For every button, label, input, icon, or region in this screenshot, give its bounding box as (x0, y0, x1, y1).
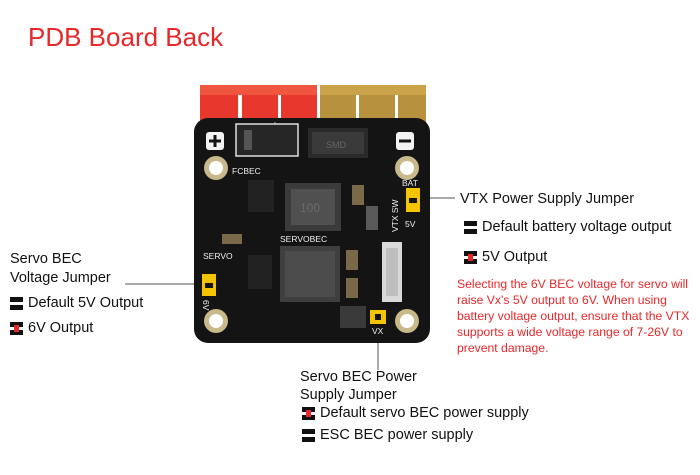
servo-power-jumper-pads (370, 310, 386, 324)
silk-5v: 5V (405, 219, 416, 229)
jumper-bridged-icon (10, 321, 23, 335)
vtx-jumper-option-default: Default battery voltage output (464, 219, 671, 235)
capacitor-a (352, 185, 364, 205)
servo-power-jumper-option-alt-label: ESC BEC power supply (320, 427, 474, 443)
positive-marker (206, 132, 224, 150)
servo-power-jumper-title-line1: Servo BEC Power (300, 369, 417, 385)
servo-voltage-jumper-title-line1: Servo BEC (10, 251, 82, 267)
servo-voltage-jumper-title-line2: Voltage Jumper (10, 270, 111, 286)
capacitor-c (346, 250, 358, 270)
vtx-jumper-option-default-label: Default battery voltage output (482, 219, 672, 235)
mounting-hole-top-left (204, 156, 228, 180)
servo-voltage-jumper-option-default-label: Default 5V Output (28, 295, 144, 311)
servo-power-jumper-option-alt: ESC BEC power supply (302, 427, 473, 443)
jumper-open-icon (464, 220, 477, 234)
servo-power-jumper-option-default: Default servo BEC power supply (302, 405, 529, 421)
servo-power-jumper-option-default-label: Default servo BEC power supply (320, 405, 529, 421)
mounting-hole-top-right (395, 156, 419, 180)
capacitor-f (340, 306, 366, 328)
silk-servobec: SERVOBEC (280, 234, 327, 244)
silk-servo: SERVO (203, 251, 233, 261)
vtx-jumper-warning: Selecting the 6V BEC voltage for servo w… (457, 277, 690, 355)
capacitor-e (222, 234, 242, 244)
servo-power-jumper-title-line2: Supply Jumper (300, 387, 397, 403)
servo-chip (248, 255, 272, 289)
jumper-bridged-icon (302, 406, 315, 420)
capacitor-b (366, 206, 378, 230)
inductor-label: 100 (300, 201, 320, 215)
silk-vx: VX (372, 326, 384, 336)
silk-6v: 6V (201, 300, 211, 311)
silk-vtx-sw: VTX SW (390, 199, 400, 232)
vtx-jumper-pads (406, 188, 420, 212)
vtx-jumper-title: VTX Power Supply Jumper (460, 191, 635, 207)
servo-voltage-jumper-pads (202, 274, 216, 296)
servo-voltage-jumper-option-alt-label: 6V Output (28, 320, 94, 336)
silk-bat: BAT (402, 178, 418, 188)
mounting-hole-bottom-left (204, 309, 228, 333)
servo-voltage-jumper-option-default: Default 5V Output (10, 295, 143, 311)
negative-marker (396, 132, 414, 150)
jumper-open-icon (302, 428, 315, 442)
silk-fcbec: FCBEC (232, 166, 261, 176)
capacitor-d (346, 278, 358, 298)
vtx-jumper-option-alt: 5V Output (464, 249, 547, 265)
servo-voltage-jumper-option-alt: 6V Output (10, 320, 93, 336)
jumper-bridged-icon (464, 250, 477, 264)
jumper-open-icon (10, 296, 23, 310)
svg-text:SMD: SMD (326, 140, 347, 150)
page-title: PDB Board Back (28, 22, 224, 52)
vtx-jumper-option-alt-label: 5V Output (482, 249, 548, 265)
fcbec-chip (248, 180, 274, 212)
mounting-hole-bottom-right (395, 309, 419, 333)
